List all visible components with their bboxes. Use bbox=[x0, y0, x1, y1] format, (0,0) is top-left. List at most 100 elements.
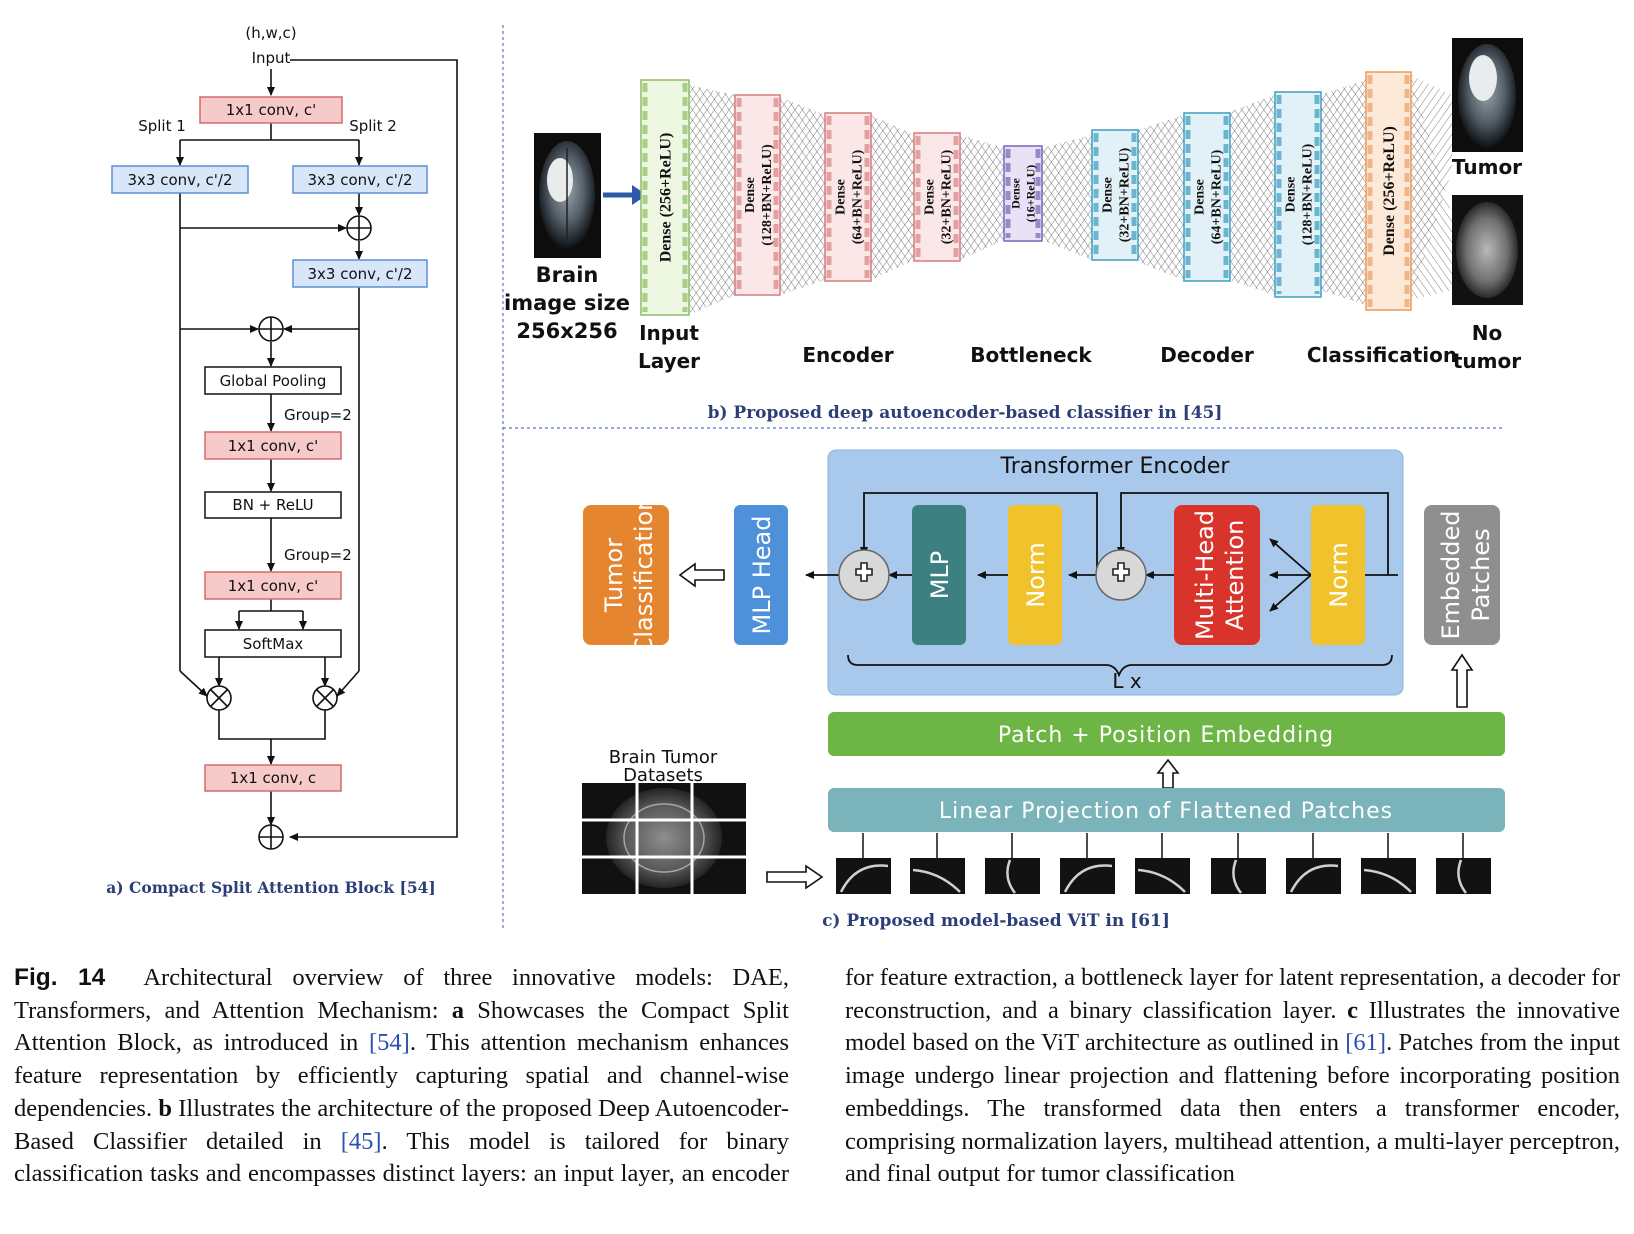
stage-input-2: Layer bbox=[638, 349, 700, 373]
image-patch-8 bbox=[1361, 833, 1416, 894]
tumor-class-label-2: Classification bbox=[630, 496, 658, 655]
dae-layer-7-label-1: Dense bbox=[1192, 179, 1207, 215]
dae-layer-2: Dense(128+BN+ReLU) bbox=[734, 94, 781, 296]
panel-c: Transformer Encoder MLP Norm bbox=[582, 449, 1505, 931]
dae-layer-6: Dense(32+BN+ReLU) bbox=[1091, 129, 1139, 261]
transformer-title: Transformer Encoder bbox=[1000, 454, 1231, 479]
dae-layer-2-label-2: (128+BN+ReLU) bbox=[760, 144, 775, 246]
dae-layer-3: Dense(64+BN+ReLU) bbox=[824, 112, 872, 282]
image-patch-2 bbox=[910, 833, 965, 894]
bn-relu-label: BN + ReLU bbox=[232, 496, 313, 514]
caption-text-5: . This model is tailored for binary clas… bbox=[14, 964, 1620, 1188]
norm2-label: Norm bbox=[1325, 542, 1353, 607]
caption-text-2: Showcases the Compact Split Attention Bl… bbox=[14, 996, 789, 1057]
stage-decoder: Decoder bbox=[1160, 343, 1254, 367]
linear-projection-block bbox=[828, 788, 1505, 832]
dae-layer-7: Dense(64+BN+ReLU) bbox=[1183, 112, 1231, 282]
connection-mesh bbox=[689, 75, 1452, 315]
dae-layer-3-label-2: (64+BN+ReLU) bbox=[850, 149, 865, 244]
caption-text-6: Illustrates the innovative model based o… bbox=[845, 996, 1620, 1057]
image-patch-9 bbox=[1436, 833, 1491, 894]
tumor-label: Tumor bbox=[1452, 155, 1522, 179]
stage-encoder: Encoder bbox=[802, 343, 893, 367]
stage-classification: Classification bbox=[1307, 343, 1457, 367]
dae-layer-4-label-1: Dense bbox=[922, 179, 937, 215]
tumor-classification-block bbox=[583, 505, 669, 645]
panel-b: Brain image size 256x256 Dense (2 bbox=[504, 38, 1523, 423]
no-tumor-output-image bbox=[1452, 195, 1523, 305]
image-patch-6 bbox=[1211, 833, 1266, 894]
dae-layer-4-label-2: (32+BN+ReLU) bbox=[939, 149, 954, 244]
no-tumor-label-2: tumor bbox=[1453, 349, 1521, 373]
hollow-arrow-up-patch bbox=[1156, 758, 1180, 789]
softmax-label: SoftMax bbox=[243, 635, 304, 653]
hollow-arrow-up-embedded bbox=[1450, 653, 1474, 708]
caption-ref-61[interactable]: [61] bbox=[1345, 1029, 1387, 1057]
dae-layer-6-label-1: Dense bbox=[1100, 177, 1115, 213]
dae-layer-8-label-1: Dense bbox=[1283, 177, 1298, 213]
dae-layer-5: Dense(16+ReLU) bbox=[1003, 145, 1043, 242]
tumor-output-image bbox=[1452, 38, 1523, 152]
norm1-label: Norm bbox=[1022, 542, 1050, 607]
figure-caption: Fig. 14 Architectural overview of three … bbox=[14, 962, 1620, 1191]
datasets-grid-image bbox=[582, 783, 746, 894]
lx-label: L x bbox=[1112, 669, 1142, 693]
brain-label-1: Brain bbox=[536, 263, 599, 287]
add-node-1 bbox=[838, 549, 890, 601]
caption-c: c bbox=[1347, 996, 1359, 1024]
datasets-label-1: Brain Tumor bbox=[609, 747, 718, 768]
dae-layer-5-label-1: Dense bbox=[1009, 178, 1023, 209]
patch-position-embedding-block bbox=[828, 712, 1505, 756]
fig-label: Fig. 14 bbox=[14, 964, 106, 991]
add-node-2 bbox=[1095, 549, 1147, 601]
conv-right-label: 3x3 conv, c'/2 bbox=[307, 171, 412, 189]
conv-left-label: 3x3 conv, c'/2 bbox=[127, 171, 232, 189]
conv-top-label: 1x1 conv, c' bbox=[226, 101, 316, 119]
datasets-label-2: Datasets bbox=[623, 765, 703, 786]
split1-label: Split 1 bbox=[138, 117, 186, 135]
mha-label-1: Multi-Head bbox=[1191, 510, 1219, 640]
embedded-label-1: Embedded bbox=[1437, 510, 1465, 639]
dae-layer-9-label-1: Dense (256+ReLU) bbox=[1381, 126, 1398, 256]
caption-text-3: . This attention mechanism enhances feat… bbox=[14, 1029, 790, 1122]
panel-c-caption: c) Proposed model-based ViT in [61] bbox=[822, 911, 1170, 931]
hollow-arrow-patches bbox=[766, 864, 824, 890]
dae-layer-4: Dense(32+BN+ReLU) bbox=[913, 132, 961, 262]
linear-proj-label: Linear Projection of Flattened Patches bbox=[939, 799, 1393, 824]
image-patch-7 bbox=[1286, 833, 1341, 894]
global-pooling-label: Global Pooling bbox=[220, 372, 327, 390]
tumor-class-label-1: Tumor bbox=[600, 538, 628, 613]
panel-a: (h,w,c) Input bbox=[106, 24, 458, 897]
split2-label: Split 2 bbox=[349, 117, 397, 135]
panel-b-caption: b) Proposed deep autoencoder-based class… bbox=[708, 403, 1223, 423]
brain-image-input bbox=[534, 133, 601, 258]
image-patch-1 bbox=[836, 833, 891, 894]
group2-label: Group=2 bbox=[284, 546, 352, 564]
dae-layer-6-label-2: (32+BN+ReLU) bbox=[1117, 147, 1132, 242]
dae-layer-1-label-1: Dense (256+ReLU) bbox=[658, 133, 675, 263]
caption-ref-54[interactable]: [54] bbox=[369, 1029, 410, 1057]
image-patch-3 bbox=[985, 833, 1040, 894]
conv-right2-label: 3x3 conv, c'/2 bbox=[307, 265, 412, 283]
caption-text-1: Architectural overview of three innovati… bbox=[14, 964, 789, 1024]
no-tumor-label-1: No bbox=[1472, 321, 1502, 345]
dae-layers: Dense (256+ReLU)Dense(128+BN+ReLU)Dense(… bbox=[640, 71, 1412, 316]
mlp-head-label: MLP Head bbox=[748, 516, 776, 635]
caption-b: b bbox=[158, 1094, 172, 1122]
patch-pos-label: Patch + Position Embedding bbox=[998, 723, 1334, 748]
hollow-arrow-mlp-head bbox=[678, 562, 725, 588]
conv-mid1-label: 1x1 conv, c' bbox=[228, 437, 318, 455]
mlp-block bbox=[912, 505, 966, 645]
stage-input-1: Input bbox=[639, 321, 699, 345]
embedded-patches-block bbox=[1424, 505, 1500, 645]
brain-label-3: 256x256 bbox=[516, 319, 617, 343]
conv-out-label: 1x1 conv, c bbox=[230, 769, 316, 787]
dae-layer-1: Dense (256+ReLU) bbox=[640, 79, 690, 316]
image-patch-4 bbox=[1060, 833, 1115, 894]
stage-bottleneck: Bottleneck bbox=[970, 343, 1092, 367]
dae-layer-3-label-1: Dense bbox=[833, 179, 848, 215]
group1-label: Group=2 bbox=[284, 406, 352, 424]
caption-ref-45[interactable]: [45] bbox=[340, 1127, 382, 1155]
caption-text-7: . Patches from the input image undergo l… bbox=[845, 1029, 1620, 1188]
mha-block bbox=[1174, 505, 1260, 645]
